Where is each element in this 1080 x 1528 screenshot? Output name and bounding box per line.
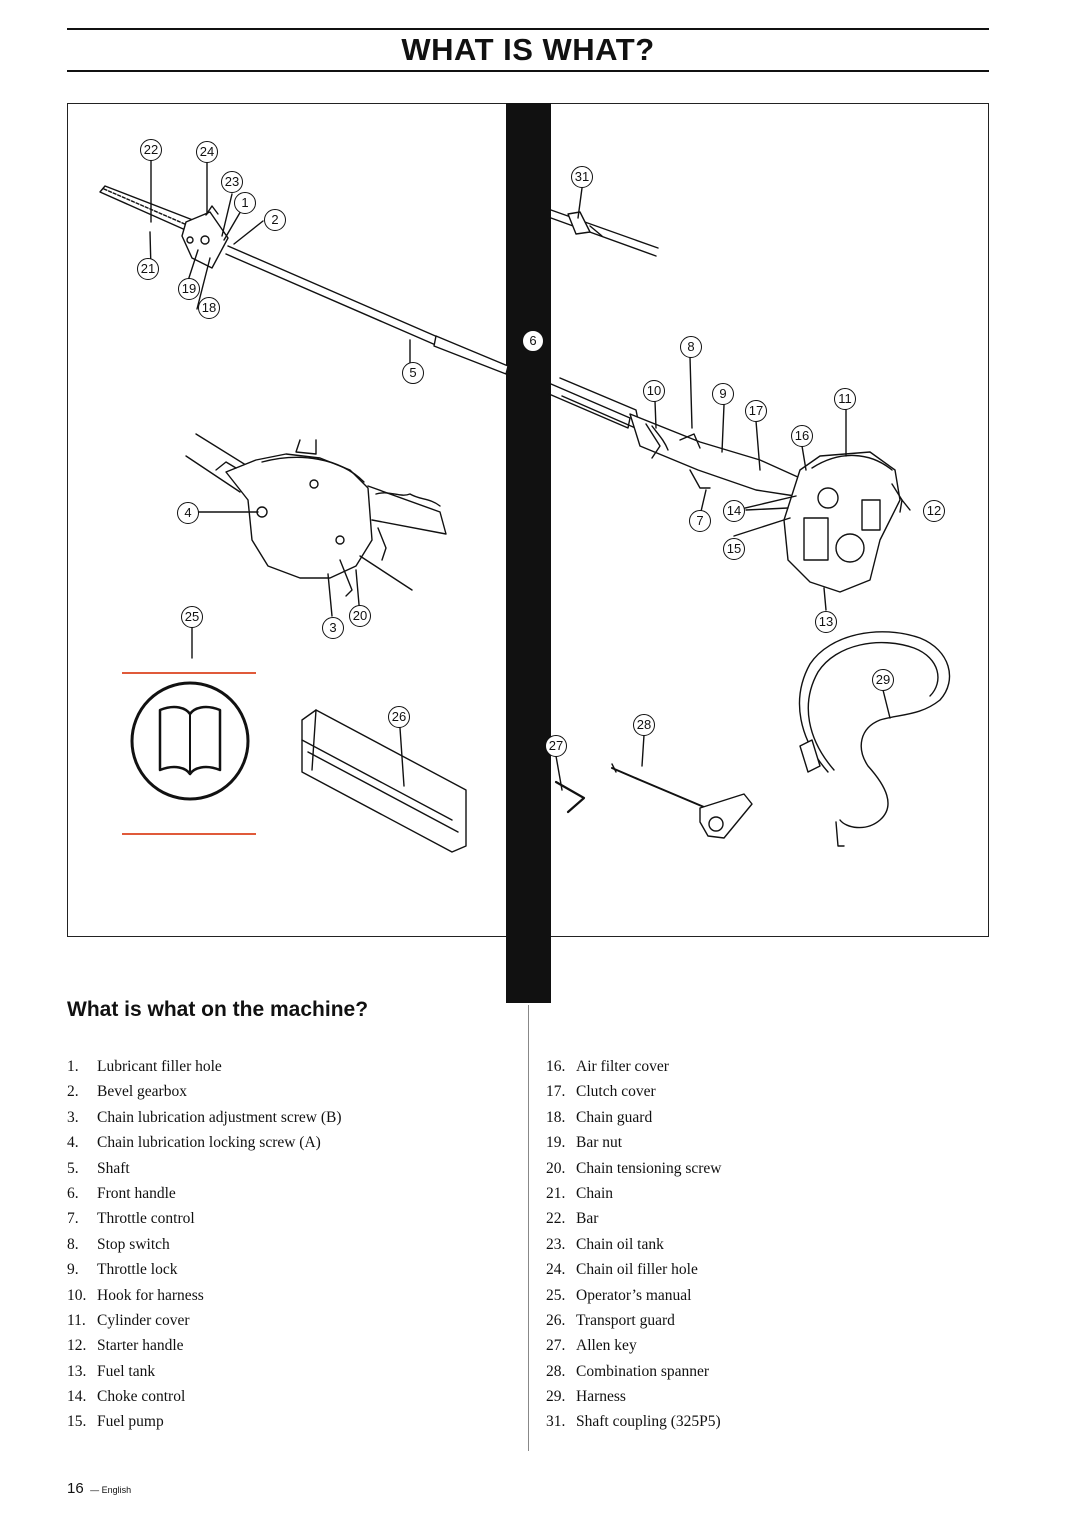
list-item: 6.Front handle	[67, 1184, 176, 1202]
shaft-icon	[225, 245, 641, 431]
list-item: 17.Clutch cover	[546, 1083, 656, 1101]
callout-29: 29	[872, 669, 894, 691]
list-item: 1.Lubricant filler hole	[67, 1058, 222, 1075]
combination-spanner-icon	[611, 763, 753, 839]
callout-15: 15	[723, 538, 745, 560]
chain-bar-icon	[99, 185, 229, 269]
list-item: 26.Transport guard	[546, 1311, 675, 1329]
allen-key-icon	[554, 780, 586, 814]
machine-illustration	[99, 159, 951, 853]
column-divider	[528, 1005, 529, 1451]
list-item: 3.Chain lubrication adjustment screw (B)	[67, 1108, 342, 1126]
callout-13: 13	[815, 611, 837, 633]
list-item: 22.Bar	[546, 1210, 599, 1228]
callout-4: 4	[177, 502, 199, 524]
callout-28: 28	[633, 714, 655, 736]
callout-12: 12	[923, 500, 945, 522]
list-item: 23.Chain oil tank	[546, 1235, 664, 1253]
list-item: 7.Throttle control	[67, 1210, 195, 1228]
callout-2: 2	[264, 209, 286, 231]
callout-7: 7	[689, 510, 711, 532]
callout-20: 20	[349, 605, 371, 627]
callout-19: 19	[178, 278, 200, 300]
callout-9: 9	[712, 383, 734, 405]
list-item: 25.Operator’s manual	[546, 1286, 692, 1304]
parts-list-right: 16.Air filter cover 17.Clutch cover 18.C…	[546, 1054, 722, 1435]
title-rule-bottom	[67, 70, 989, 72]
callout-23: 23	[221, 171, 243, 193]
list-item: 15.Fuel pump	[67, 1413, 164, 1431]
callout-1: 1	[234, 192, 256, 214]
page-title: WHAT IS WHAT?	[401, 32, 655, 67]
callout-3: 3	[322, 617, 344, 639]
callout-21: 21	[137, 258, 159, 280]
callout-24: 24	[196, 141, 218, 163]
engine-icon	[783, 451, 903, 593]
list-item: 24.Chain oil filler hole	[546, 1261, 698, 1279]
callout-8: 8	[680, 336, 702, 358]
list-item: 8.Stop switch	[67, 1235, 170, 1253]
callout-14: 14	[723, 500, 745, 522]
language-label: — English	[90, 1485, 132, 1495]
manual-rule-top	[122, 672, 256, 674]
callout-16: 16	[791, 425, 813, 447]
title-rule-top	[67, 28, 989, 30]
callout-27: 27	[545, 735, 567, 757]
list-item: 21.Chain	[546, 1184, 614, 1202]
list-item: 31.Shaft coupling (325P5)	[546, 1413, 721, 1431]
shaft-coupling-icon	[550, 209, 659, 257]
list-item: 14.Choke control	[67, 1388, 186, 1406]
list-item: 29.Harness	[546, 1388, 626, 1406]
transport-guard-icon	[301, 709, 467, 853]
callout-26: 26	[388, 706, 410, 728]
list-item: 20.Chain tensioning screw	[546, 1159, 722, 1177]
list-item: 4.Chain lubrication locking screw (A)	[67, 1134, 321, 1152]
callout-5: 5	[402, 362, 424, 384]
list-item: 28.Combination spanner	[546, 1362, 710, 1380]
page-footer: 16 — English	[67, 1480, 131, 1498]
list-item: 13.Fuel tank	[67, 1362, 156, 1380]
manual-rule-bottom	[122, 833, 256, 835]
section-title: What is what on the machine?	[67, 998, 369, 1021]
list-item: 10.Hook for harness	[67, 1286, 204, 1304]
callout-6: 6	[522, 330, 544, 352]
harness-icon	[798, 631, 951, 847]
list-item: 16.Air filter cover	[546, 1058, 669, 1075]
parts-list-left: 1.Lubricant filler hole 2.Bevel gearbox …	[67, 1054, 342, 1435]
gearbox-closeup-icon	[185, 433, 447, 597]
callout-11: 11	[834, 388, 856, 410]
callout-22: 22	[140, 139, 162, 161]
page-number: 16	[67, 1480, 84, 1497]
callout-25: 25	[181, 606, 203, 628]
list-item: 9.Throttle lock	[67, 1261, 178, 1279]
callout-10: 10	[643, 380, 665, 402]
list-item: 19.Bar nut	[546, 1134, 623, 1152]
callout-17: 17	[745, 400, 767, 422]
section-tab-bar	[506, 103, 551, 1003]
list-item: 2.Bevel gearbox	[67, 1083, 187, 1101]
list-item: 27.Allen key	[546, 1337, 637, 1355]
list-item: 18.Chain guard	[546, 1108, 653, 1126]
callout-31: 31	[571, 166, 593, 188]
operators-manual-icon	[130, 681, 250, 801]
list-item: 5.Shaft	[67, 1159, 130, 1177]
list-item: 12.Starter handle	[67, 1337, 184, 1355]
callout-18: 18	[198, 297, 220, 319]
list-item: 11.Cylinder cover	[67, 1311, 190, 1329]
